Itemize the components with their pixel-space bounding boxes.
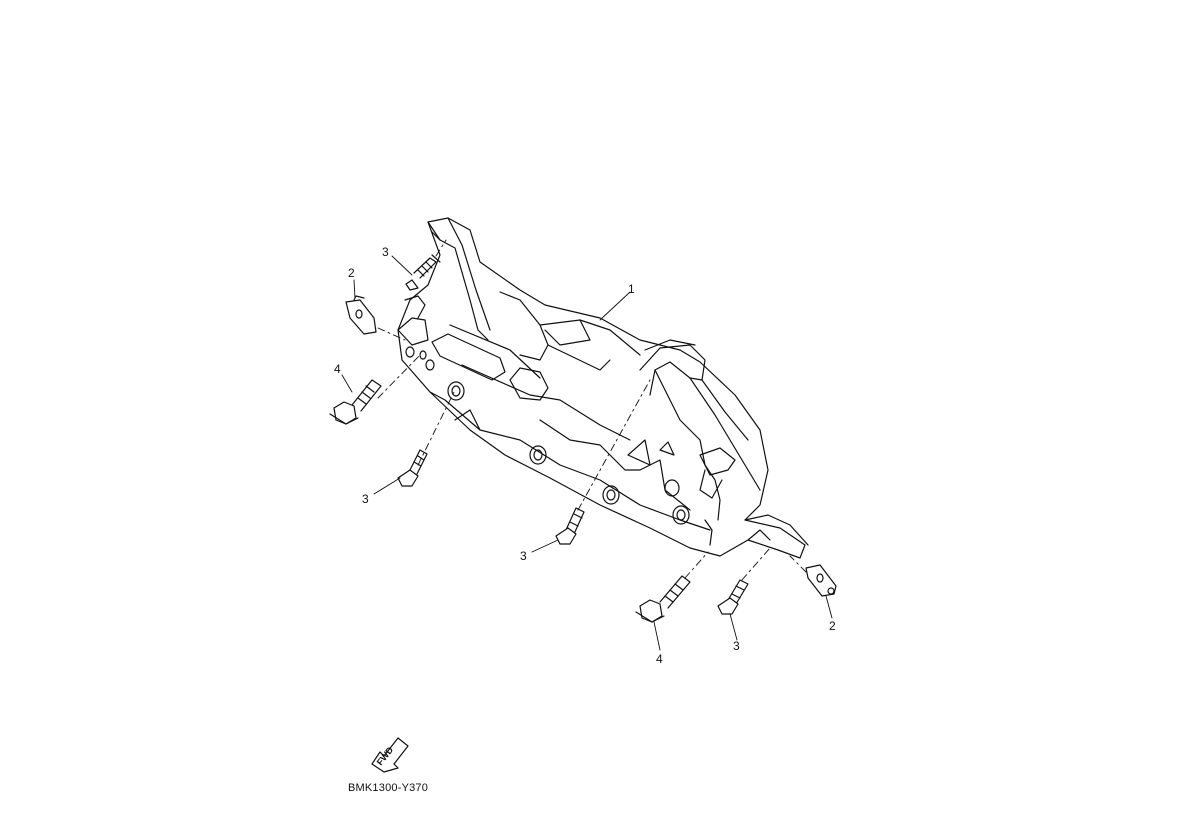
screw-bottom-right (717, 579, 749, 615)
drawing-code: BMK1300-Y370 (348, 782, 429, 794)
screw-center (555, 507, 585, 545)
screw-mid-left (397, 449, 428, 487)
callout-part-2-left: 2 (348, 266, 355, 280)
screw-top-left (405, 254, 441, 291)
callout-part-3-top: 3 (382, 245, 389, 259)
callout-part-3-center: 3 (520, 549, 527, 563)
assembly-guide-lines (377, 239, 807, 581)
clip-nut-left (345, 295, 377, 335)
callout-part-1: 1 (628, 282, 635, 296)
bolt-right (635, 575, 691, 623)
meter-bracket-assembly (397, 217, 809, 559)
callout-part-4-right: 4 (656, 652, 663, 666)
callout-leaders (341, 255, 833, 651)
clip-nut-right (805, 564, 837, 597)
bolt-left (329, 379, 382, 425)
fwd-arrow-icon (371, 737, 409, 773)
callout-part-3-mid-left: 3 (362, 492, 369, 506)
callout-part-3-bottom-right: 3 (733, 639, 740, 653)
callout-part-4-left: 4 (334, 362, 341, 376)
callout-numbers: 1 2 2 3 3 3 3 4 4 (334, 245, 836, 666)
callout-part-2-right: 2 (829, 619, 836, 633)
